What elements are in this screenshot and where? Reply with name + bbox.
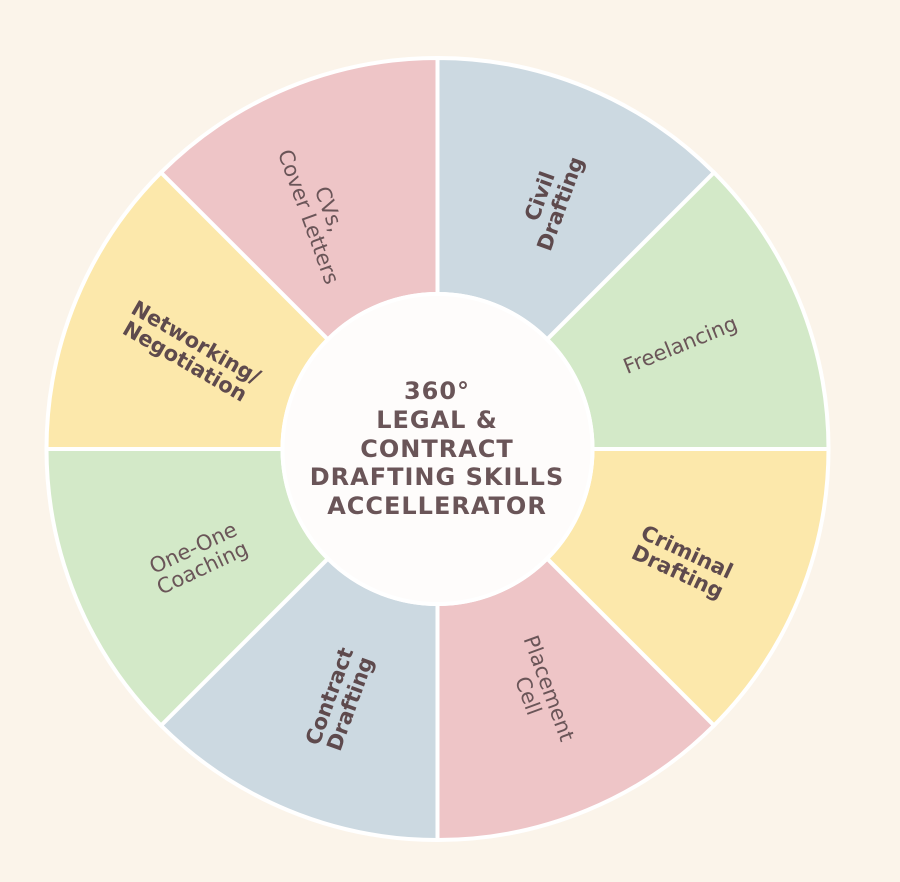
center-title-line: LEGAL &: [376, 405, 498, 434]
center-title-line: CONTRACT: [360, 434, 514, 463]
center-hub: [280, 292, 595, 606]
center-title-line: 360°: [403, 377, 471, 405]
center-title-line: DRAFTING SKILLS: [309, 463, 565, 492]
center-title-line: ACCELLERATOR: [327, 492, 547, 521]
center-title: 360° LEGAL & CONTRACT DRAFTING SKILLS AC…: [282, 294, 592, 604]
